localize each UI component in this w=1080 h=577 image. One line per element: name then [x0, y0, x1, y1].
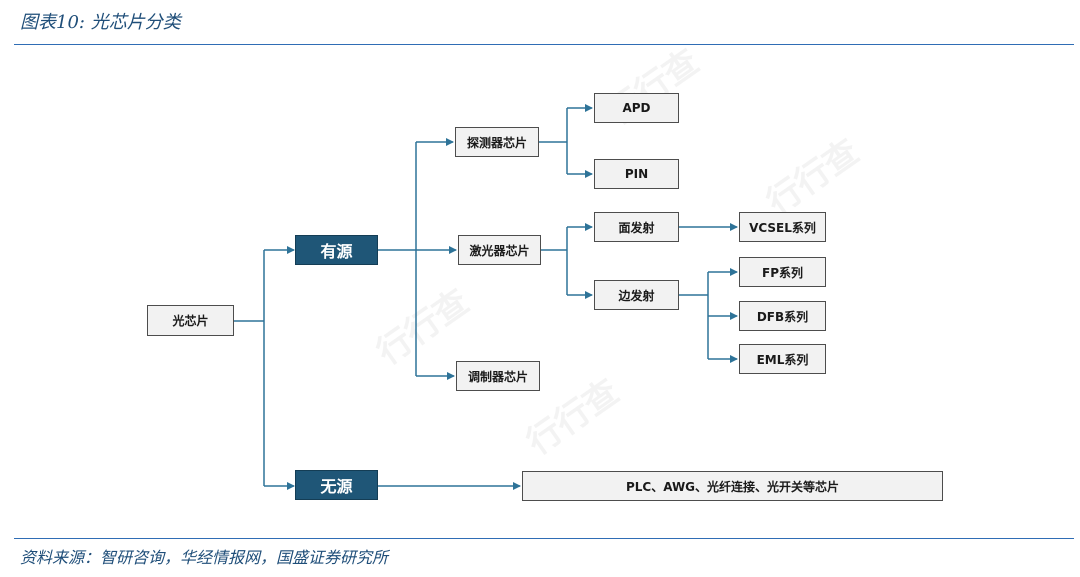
- source-note: 资料来源：智研咨询，华经情报网，国盛证券研究所: [20, 548, 389, 567]
- node-laser-chip: 激光器芯片: [458, 235, 541, 265]
- node-detector-chip: 探测器芯片: [455, 127, 539, 157]
- node-eml-series: EML系列: [739, 344, 826, 374]
- node-active: 有源: [295, 235, 378, 265]
- node-surface-emitting: 面发射: [594, 212, 679, 242]
- node-fp-series: FP系列: [739, 257, 826, 287]
- title-divider: [14, 44, 1074, 45]
- node-apd: APD: [594, 93, 679, 123]
- node-edge-emitting: 边发射: [594, 280, 679, 310]
- node-dfb-series: DFB系列: [739, 301, 826, 331]
- figure-title: 图表10: 光芯片分类: [20, 12, 181, 33]
- node-passive-items: PLC、AWG、光纤连接、光开关等芯片: [522, 471, 943, 501]
- node-vcsel-series: VCSEL系列: [739, 212, 826, 242]
- node-passive: 无源: [295, 470, 378, 500]
- footer-divider: [14, 538, 1074, 539]
- node-optical-chip: 光芯片: [147, 305, 234, 336]
- node-modulator-chip: 调制器芯片: [456, 361, 540, 391]
- node-pin: PIN: [594, 159, 679, 189]
